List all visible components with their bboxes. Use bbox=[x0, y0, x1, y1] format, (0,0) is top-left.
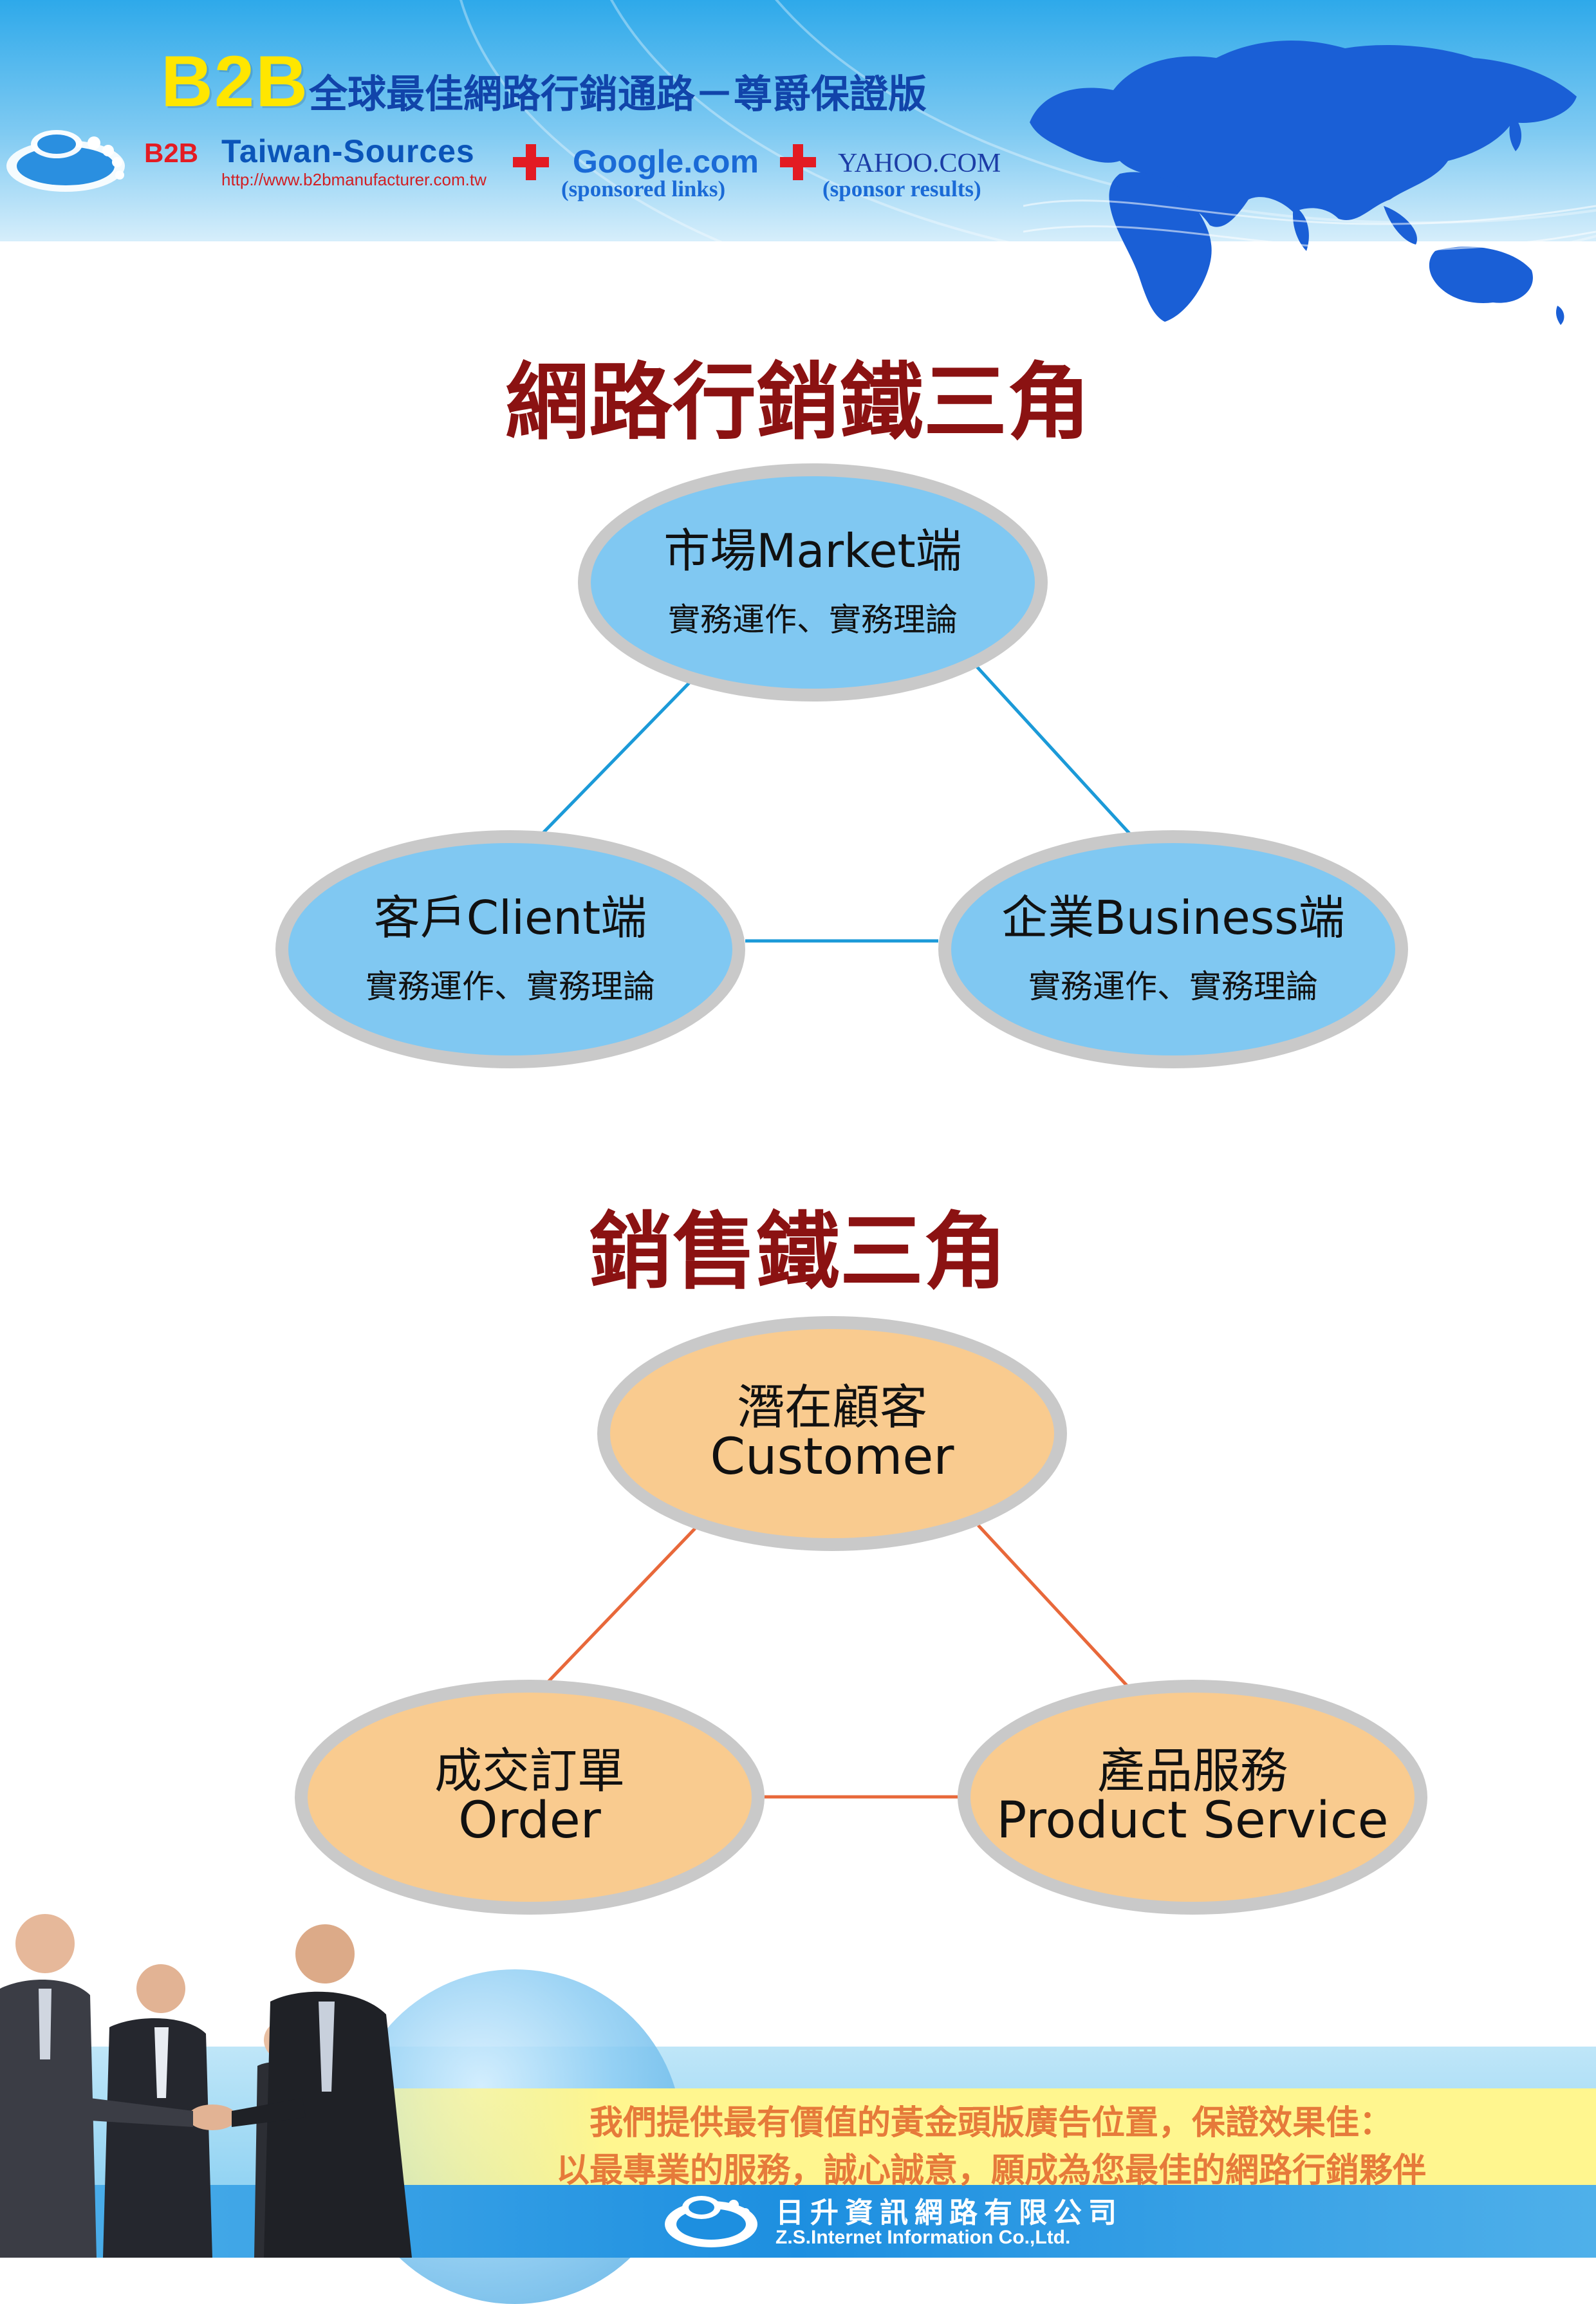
node-order-en: Order bbox=[458, 1791, 601, 1850]
business-handshake-photo bbox=[0, 1914, 412, 2258]
footer-message-line-2: 以最專業的服務，誠心誠意，願成為您最佳的網路行銷夥伴 bbox=[555, 2151, 1426, 2190]
node-market: 市場Market端 實務運作、實務理論 bbox=[578, 463, 1048, 701]
node-customer-en: Customer bbox=[710, 1427, 954, 1486]
node-product-en: Product Service bbox=[996, 1791, 1389, 1850]
yahoo-logo: YAHOO.COM bbox=[838, 149, 1001, 178]
footer-message-band bbox=[360, 2088, 1596, 2185]
world-map-icon bbox=[1023, 41, 1596, 325]
company-cloud-logo-icon bbox=[665, 2196, 757, 2247]
b2b-footprint-logo-icon bbox=[6, 130, 125, 192]
node-client-title: 客戶Client端 bbox=[373, 890, 647, 945]
node-product: 產品服務 Product Service bbox=[958, 1680, 1427, 1915]
company-name-en: Z.S.Internet Information Co.,Ltd. bbox=[775, 2227, 1071, 2248]
red-plus-icon bbox=[512, 143, 550, 181]
node-market-title: 市場Market端 bbox=[663, 523, 962, 578]
node-order-zh: 成交訂單 bbox=[434, 1743, 625, 1799]
logo-b2b-text: B2B bbox=[144, 138, 199, 168]
connector-customer-product bbox=[977, 1524, 1129, 1687]
node-client: 客戶Client端 實務運作、實務理論 bbox=[275, 830, 745, 1068]
logo-company-name: Taiwan-Sources bbox=[221, 133, 475, 169]
header-slogan: 全球最佳網路行銷通路－尊爵保證版 bbox=[309, 72, 927, 117]
section-title-online-marketing: 網路行銷鐵三角 bbox=[505, 353, 1091, 451]
company-name-zh: 日升資訊網路有限公司 bbox=[775, 2197, 1123, 2229]
google-logo: Google.com bbox=[573, 144, 759, 180]
connector-customer-order bbox=[546, 1527, 696, 1684]
section-title-sales: 銷售鐵三角 bbox=[588, 1202, 1007, 1301]
node-market-subtitle: 實務運作、實務理論 bbox=[668, 601, 958, 639]
node-order: 成交訂單 Order bbox=[295, 1680, 765, 1915]
node-client-subtitle: 實務運作、實務理論 bbox=[366, 968, 655, 1006]
node-product-zh: 產品服務 bbox=[1097, 1743, 1288, 1799]
node-business-title: 企業Business端 bbox=[1001, 890, 1345, 945]
node-customer: 潛在顧客 Customer bbox=[597, 1316, 1067, 1551]
node-customer-zh: 潛在顧客 bbox=[737, 1379, 927, 1435]
red-plus-icon bbox=[779, 143, 817, 181]
logo-url-link[interactable]: http://www.b2bmanufacturer.com.tw bbox=[221, 170, 487, 189]
brand-b2b-text: B2B bbox=[161, 41, 310, 122]
yahoo-sponsor-label: (sponsor results) bbox=[822, 176, 981, 201]
connector-market-client bbox=[541, 681, 691, 835]
google-sponsored-label: (sponsored links) bbox=[561, 176, 726, 201]
connector-market-business bbox=[976, 665, 1131, 835]
node-business: 企業Business端 實務運作、實務理論 bbox=[938, 830, 1408, 1068]
node-business-subtitle: 實務運作、實務理論 bbox=[1028, 968, 1318, 1006]
footer-message-line-1: 我們提供最有價值的黃金頭版廣告位置，保證效果佳： bbox=[589, 2104, 1393, 2142]
